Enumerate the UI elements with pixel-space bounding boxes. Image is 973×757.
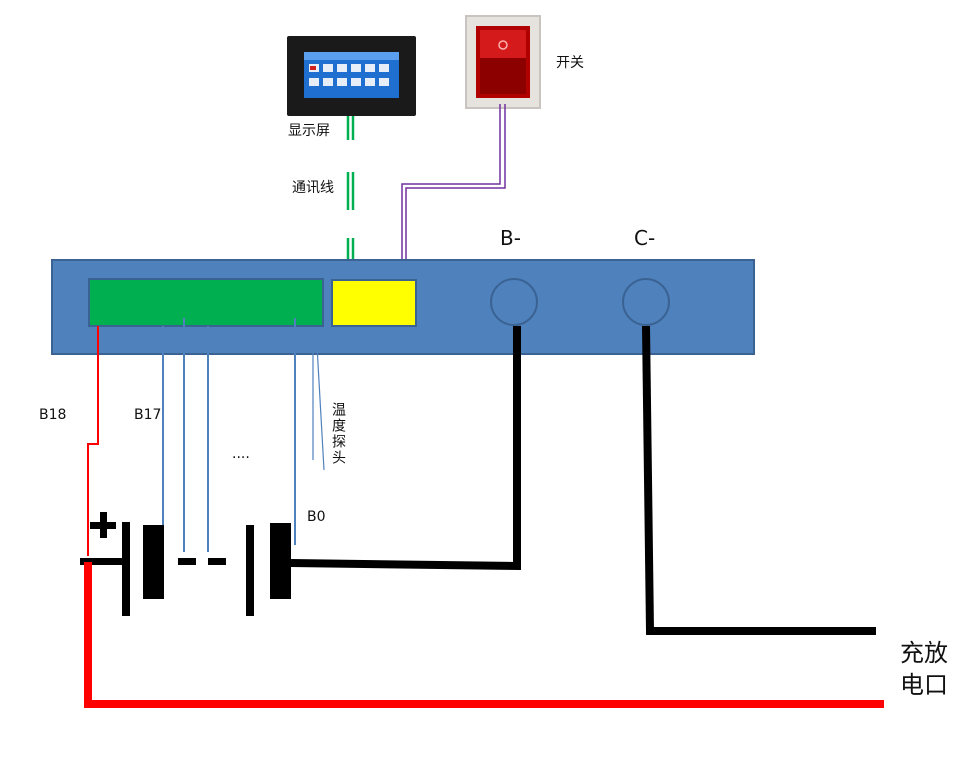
temperature-probe-label: 温度探头 — [330, 402, 346, 466]
positive-wire — [84, 326, 884, 708]
negative-wires — [290, 325, 876, 635]
b17-label: B17 — [134, 407, 162, 423]
comm-connector — [331, 279, 417, 327]
switch-wire — [401, 104, 506, 280]
port-b-label: B- — [500, 226, 521, 250]
communication-line — [346, 116, 355, 280]
charge-port-label-line1: 充放 — [900, 639, 948, 667]
b0-label: B0 — [307, 509, 326, 525]
balance-connector — [88, 278, 324, 327]
port-b-terminal — [490, 278, 538, 326]
switch-label: 开关 — [556, 55, 584, 71]
touch-screen-icon — [287, 36, 416, 116]
sense-wires — [162, 318, 296, 552]
temperature-probe-wire — [312, 327, 325, 471]
rocker-switch-icon — [465, 15, 541, 109]
ellipsis-label: .... — [232, 446, 250, 462]
display-label: 显示屏 — [288, 123, 330, 139]
battery-pack — [80, 512, 291, 616]
b18-label: B18 — [39, 407, 67, 423]
port-c-label: C- — [634, 226, 656, 250]
comm-line-label: 通讯线 — [292, 180, 334, 196]
port-c-terminal — [622, 278, 670, 326]
charge-port-label-line2: 电口 — [900, 671, 948, 699]
